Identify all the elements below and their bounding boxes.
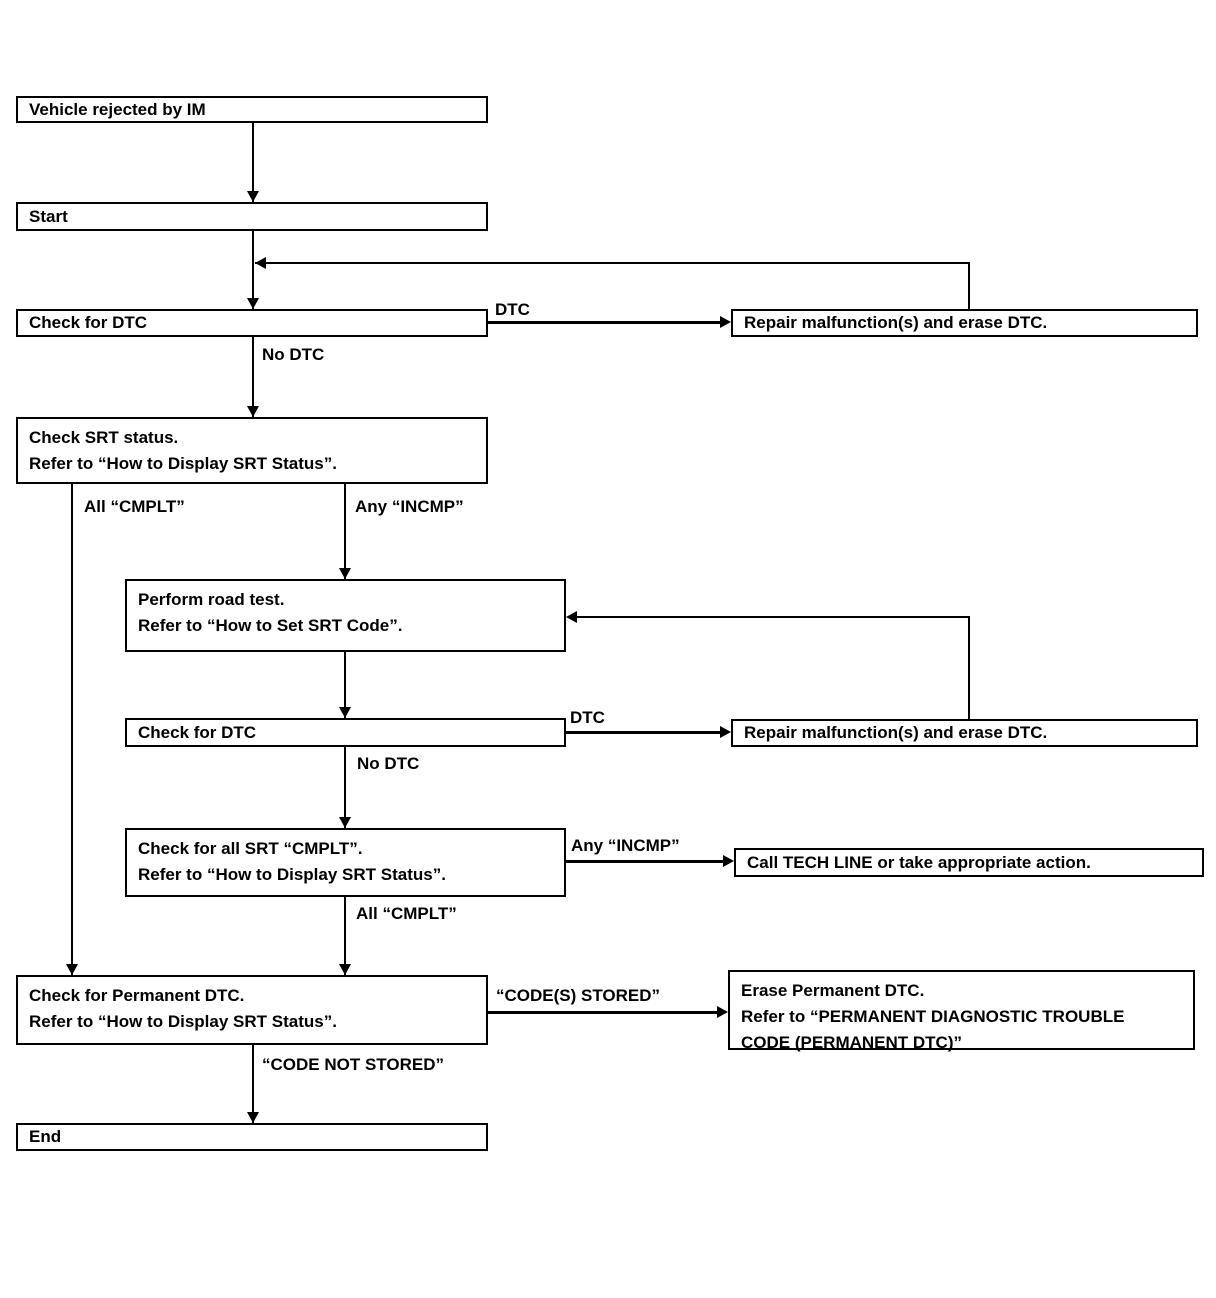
edge-check-dtc-1-to-repair-1 xyxy=(488,321,722,324)
arrowhead-into-check-permanent xyxy=(339,964,351,975)
node-repair-malfunction-1: Repair malfunction(s) and erase DTC. xyxy=(731,309,1198,337)
node-text: Call TECH LINE or take appropriate actio… xyxy=(747,852,1091,872)
arrowhead-into-end xyxy=(247,1112,259,1123)
node-text: Erase Permanent DTC. xyxy=(741,981,925,1000)
edge-check-dtc-1-to-check-srt xyxy=(252,337,254,417)
node-text: Perform road test. xyxy=(138,590,285,609)
edge-check-dtc-2-to-repair-2 xyxy=(566,731,722,734)
edge-label-code-not-stored: “CODE NOT STORED” xyxy=(262,1055,444,1074)
edge-repair2-feedback-horizontal xyxy=(577,616,970,618)
edge-check-permanent-to-end xyxy=(252,1045,254,1123)
edge-vehicle-to-start xyxy=(252,123,254,202)
node-text: Refer to “How to Display SRT Status”. xyxy=(29,454,337,473)
node-text: Start xyxy=(29,206,68,226)
node-text: End xyxy=(29,1127,62,1146)
edge-label-dtc-2: DTC xyxy=(570,708,605,727)
edge-start-to-check-dtc-1 xyxy=(252,231,254,309)
node-text: Check SRT status. xyxy=(29,428,179,447)
node-start: Start xyxy=(16,202,488,231)
edge-check-all-srt-to-check-permanent xyxy=(344,897,346,975)
edge-road-test-to-check-dtc-2 xyxy=(344,652,346,718)
edge-label-no-dtc-1: No DTC xyxy=(262,345,325,364)
edge-repair2-feedback-vertical xyxy=(968,616,970,719)
edge-label-dtc-1: DTC xyxy=(495,300,530,319)
node-repair-malfunction-2: Repair malfunction(s) and erase DTC. xyxy=(731,719,1198,747)
node-check-srt-status: Check SRT status. Refer to “How to Displ… xyxy=(16,417,488,484)
arrowhead-into-check-dtc-1 xyxy=(247,298,259,309)
arrowhead-into-repair-2 xyxy=(720,726,731,738)
node-end: End xyxy=(16,1123,488,1151)
edge-label-any-incmp-1: Any “INCMP” xyxy=(355,497,464,516)
arrowhead-into-road-test xyxy=(339,568,351,579)
edge-check-dtc-2-to-check-all-srt xyxy=(344,747,346,828)
node-text: Check for Permanent DTC. xyxy=(29,986,245,1005)
arrowhead-into-call-tech xyxy=(723,855,734,867)
node-text: Refer to “How to Display SRT Status”. xyxy=(138,865,446,884)
arrowhead-into-check-srt xyxy=(247,406,259,417)
edge-label-all-cmplt-1: All “CMPLT” xyxy=(84,497,185,516)
edge-any-incmp-to-road-test xyxy=(344,484,346,579)
node-text: Check for DTC xyxy=(29,313,148,332)
arrowhead-into-check-dtc-2 xyxy=(339,707,351,718)
edge-label-codes-stored: “CODE(S) STORED” xyxy=(496,986,661,1005)
node-text: Refer to “PERMANENT DIAGNOSTIC TROUBLE xyxy=(741,1007,1125,1026)
edge-label-all-cmplt-2: All “CMPLT” xyxy=(356,904,457,923)
edge-repair1-feedback-vertical xyxy=(968,262,970,309)
node-vehicle-rejected-by-im: Vehicle rejected by IM xyxy=(16,96,488,123)
node-text: Refer to “How to Display SRT Status”. xyxy=(29,1012,337,1031)
edge-check-all-srt-to-call-tech xyxy=(566,860,725,863)
node-text: Repair malfunction(s) and erase DTC. xyxy=(744,723,1048,742)
node-check-for-dtc-1: Check for DTC xyxy=(16,309,488,337)
node-text: Refer to “How to Set SRT Code”. xyxy=(138,616,403,635)
node-erase-permanent-dtc: Erase Permanent DTC. Refer to “PERMANENT… xyxy=(728,970,1195,1052)
arrowhead-into-start xyxy=(247,191,259,202)
node-check-permanent-dtc: Check for Permanent DTC. Refer to “How t… xyxy=(16,975,488,1045)
node-text: CODE (PERMANENT DTC)” xyxy=(741,1033,962,1052)
node-text: Repair malfunction(s) and erase DTC. xyxy=(744,313,1048,332)
node-text: Check for DTC xyxy=(138,722,257,742)
node-text: Vehicle rejected by IM xyxy=(29,99,206,119)
node-call-tech-line: Call TECH LINE or take appropriate actio… xyxy=(734,848,1204,877)
edge-label-no-dtc-2: No DTC xyxy=(357,754,420,773)
edge-label-any-incmp-2: Any “INCMP” xyxy=(571,836,680,855)
node-perform-road-test: Perform road test. Refer to “How to Set … xyxy=(125,579,566,652)
arrowhead-all-cmplt-into-check-permanent xyxy=(66,964,78,975)
node-check-all-srt-cmplt: Check for all SRT “CMPLT”. Refer to “How… xyxy=(125,828,566,897)
node-check-for-dtc-2: Check for DTC xyxy=(125,718,566,747)
arrowhead-into-erase-permanent xyxy=(717,1006,728,1018)
arrowhead-feedback-1 xyxy=(255,257,266,269)
arrowhead-feedback-2 xyxy=(566,611,577,623)
edge-all-cmplt-to-check-permanent xyxy=(71,484,73,975)
edge-repair1-feedback-horizontal xyxy=(255,262,970,264)
arrowhead-into-check-all-srt xyxy=(339,817,351,828)
arrowhead-into-repair-1 xyxy=(720,316,731,328)
edge-check-permanent-to-erase xyxy=(488,1011,718,1014)
node-text: Check for all SRT “CMPLT”. xyxy=(138,839,363,858)
